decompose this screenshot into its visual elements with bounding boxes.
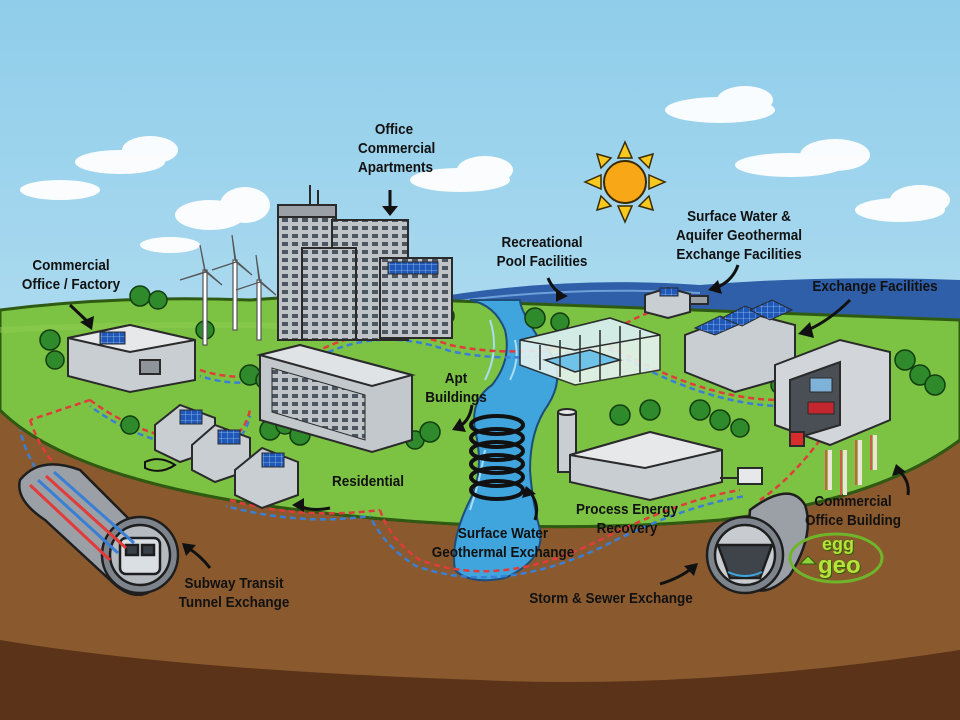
label-apt-buildings: Apt Buildings — [425, 370, 487, 406]
label-commercial-office-factory: Commercial Office / Factory — [21, 257, 121, 293]
subway-tunnel — [18, 463, 180, 597]
surface-water-station — [644, 286, 709, 320]
label-exchange-facilities: Exchange Facilities — [812, 278, 938, 295]
label-office-commercial-apartments: Office Commercial Apartments — [358, 121, 436, 176]
label-residential: Residential — [331, 473, 405, 490]
commercial-office-building — [774, 338, 891, 447]
process-energy-plant — [557, 408, 763, 502]
pointer-arrows — [68, 190, 910, 586]
label-process-energy-recovery: Process Energy Recovery — [575, 501, 679, 537]
exchange-facility-building — [684, 299, 796, 394]
commercial-factory — [67, 323, 196, 394]
surface-water-coil — [469, 414, 525, 501]
sun-icon — [583, 140, 667, 224]
river — [453, 299, 559, 582]
label-commercial-office-building: Commercial Office Building — [804, 493, 901, 529]
egggeo-logo: egg geo — [786, 530, 886, 586]
logo-text-top: egg — [822, 534, 855, 554]
label-storm-sewer: Storm & Sewer Exchange — [529, 590, 693, 607]
office-towers — [277, 185, 453, 341]
label-surface-water-geothermal: Surface Water Geothermal Exchange — [431, 525, 575, 561]
label-subway-transit: Subway Transit Tunnel Exchange — [178, 575, 290, 611]
label-recreational-pool: Recreational Pool Facilities — [496, 234, 588, 270]
apt-buildings — [256, 343, 416, 454]
residential-houses — [144, 403, 299, 510]
clouds — [20, 86, 950, 253]
storm-sewer-tunnel — [705, 492, 810, 595]
label-surface-water-aquifer: Surface Water & Aquifer Geothermal Excha… — [675, 208, 803, 263]
wind-turbines — [179, 234, 277, 346]
logo-ring-icon — [788, 532, 884, 584]
borehole-loops — [825, 435, 877, 495]
logo-text-bottom: geo — [818, 552, 861, 579]
pool-facility — [519, 317, 661, 386]
